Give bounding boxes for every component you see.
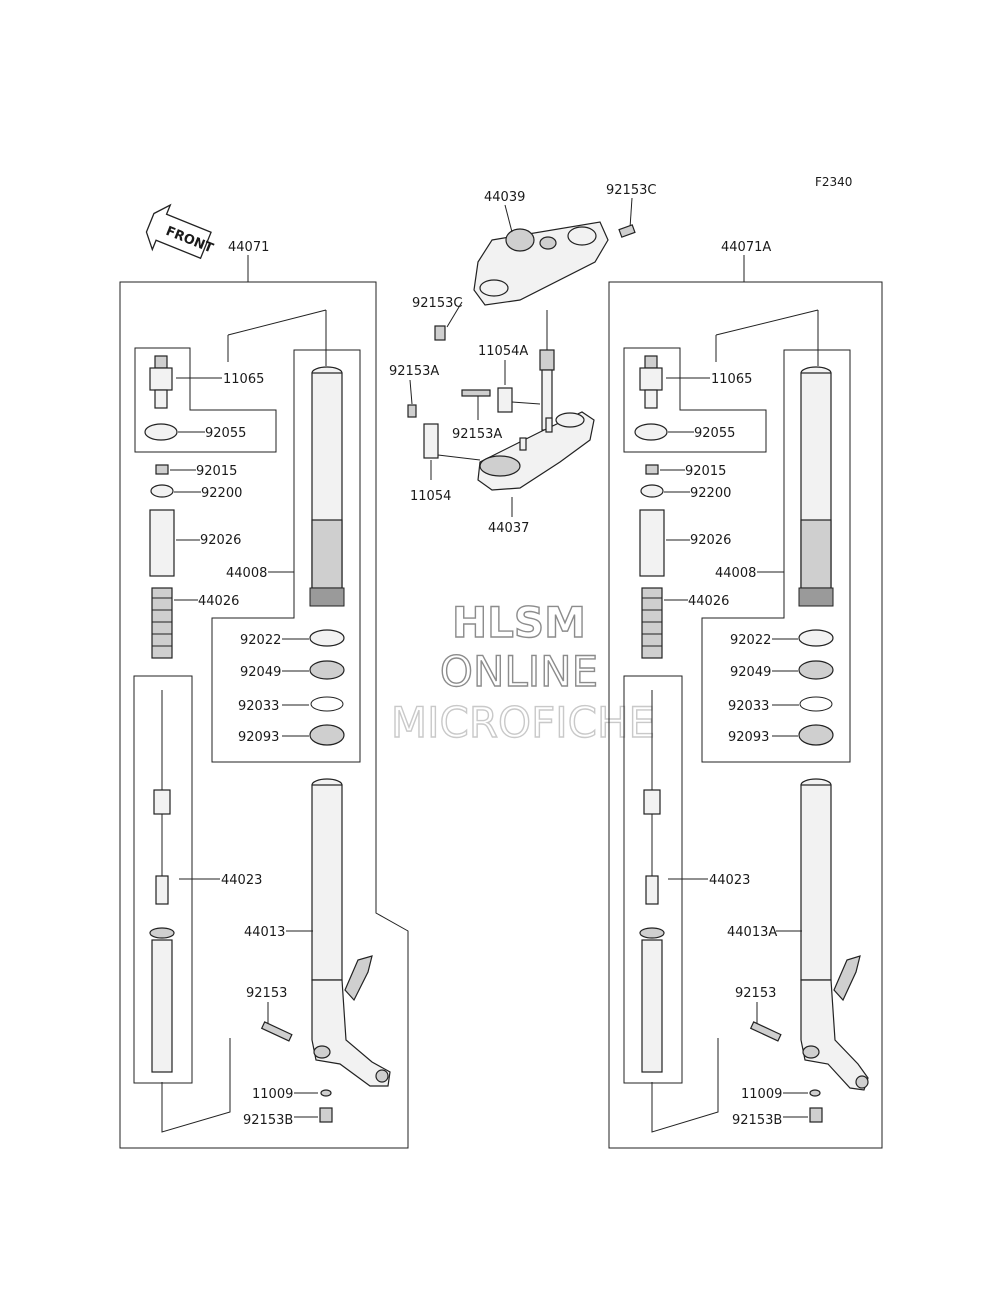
dust-seal-icon <box>309 724 345 746</box>
label-44071A: 44071A <box>721 240 771 255</box>
label-44013-left: 44013 <box>244 925 285 940</box>
label-92015-left: 92015 <box>196 464 237 479</box>
label-92055-right: 92055 <box>694 426 735 441</box>
label-44013A: 44013A <box>727 925 777 940</box>
clamp-plate-icon <box>497 387 513 413</box>
gasket-icon <box>809 1089 821 1097</box>
ring-icon <box>798 629 834 647</box>
gasket-icon <box>320 1089 332 1097</box>
label-92022-left: 92022 <box>240 633 281 648</box>
inner-tube-icon <box>309 366 345 607</box>
label-44039: 44039 <box>484 190 525 205</box>
steering-stem <box>539 310 555 431</box>
label-44071: 44071 <box>228 240 269 255</box>
label-11009-left: 11009 <box>252 1087 293 1102</box>
label-92153B-left: 92153B <box>243 1113 293 1128</box>
label-44008-right: 44008 <box>715 566 756 581</box>
washer-icon <box>640 484 664 498</box>
label-44037: 44037 <box>488 521 529 536</box>
figure-code: F2340 <box>815 175 852 189</box>
label-11065-left: 11065 <box>223 372 264 387</box>
bolt-icon <box>618 224 636 238</box>
cap-bolt-icon <box>639 355 663 409</box>
watermark: HLSM ONLINE MICROFICHE <box>390 597 656 747</box>
label-92153B-right: 92153B <box>732 1113 782 1128</box>
label-92033-left: 92033 <box>238 699 279 714</box>
label-92153A-left: 92153A <box>389 364 439 379</box>
collar-icon <box>639 509 665 577</box>
label-44026-left: 44026 <box>198 594 239 609</box>
nut-icon <box>155 464 169 475</box>
label-92153-left: 92153 <box>246 986 287 1001</box>
label-92026-left: 92026 <box>200 533 241 548</box>
nut-icon <box>645 464 659 475</box>
left-fork-assembly: 44071 11065 92055 92015 92200 92026 <box>119 240 409 1149</box>
snap-ring-icon <box>310 696 344 712</box>
front-arrow-icon: FRONT <box>145 203 215 260</box>
label-11054: 11054 <box>410 489 451 504</box>
spring-icon <box>641 587 663 659</box>
dust-seal-icon <box>798 724 834 746</box>
right-fork-assembly: 44071A 11065 92055 92015 92200 92026 <box>608 240 883 1149</box>
label-44023-left: 44023 <box>221 873 262 888</box>
ring-icon <box>309 629 345 647</box>
label-92200-left: 92200 <box>201 486 242 501</box>
oil-seal-icon <box>798 660 834 680</box>
label-92033-right: 92033 <box>728 699 769 714</box>
pinch-bolt-icon <box>260 1021 293 1042</box>
label-11009-right: 11009 <box>741 1087 782 1102</box>
inner-tube-icon <box>798 366 834 607</box>
label-92093-left: 92093 <box>238 730 279 745</box>
holder-bracket-icon <box>423 423 439 459</box>
label-92022-right: 92022 <box>730 633 771 648</box>
label-92049-right: 92049 <box>730 665 771 680</box>
upper-triple-clamp <box>473 221 609 306</box>
o-ring-icon <box>144 423 178 441</box>
bolt-icon <box>407 404 417 418</box>
washer-icon <box>150 484 174 498</box>
label-92049-left: 92049 <box>240 665 281 680</box>
snap-ring-icon <box>799 696 833 712</box>
label-92015-right: 92015 <box>685 464 726 479</box>
cartridge-cylinder-icon <box>149 690 175 1073</box>
lower-triple-clamp <box>477 411 595 491</box>
label-92200-right: 92200 <box>690 486 731 501</box>
collar-icon <box>149 509 175 577</box>
outer-tube-icon <box>311 778 391 1087</box>
label-44026-right: 44026 <box>688 594 729 609</box>
spring-icon <box>151 587 173 659</box>
oil-seal-icon <box>309 660 345 680</box>
drain-bolt-icon <box>319 1107 333 1123</box>
watermark-line2: ONLINE <box>440 647 598 696</box>
label-92055-left: 92055 <box>205 426 246 441</box>
label-92153C-right: 92153C <box>606 183 656 198</box>
watermark-line3: MICROFICHE <box>391 698 655 747</box>
outer-tube-icon <box>800 778 869 1091</box>
label-92153C-left: 92153C <box>412 296 462 311</box>
label-92153-right: 92153 <box>735 986 776 1001</box>
label-92093-right: 92093 <box>728 730 769 745</box>
watermark-line1: HLSM <box>452 598 586 647</box>
label-11065-right: 11065 <box>711 372 752 387</box>
drain-bolt-icon <box>809 1107 823 1123</box>
cap-bolt-icon <box>149 355 173 409</box>
label-44008-left: 44008 <box>226 566 267 581</box>
bolt-icon <box>461 389 491 397</box>
label-11054A: 11054A <box>478 344 528 359</box>
cartridge-cylinder-icon <box>639 690 665 1073</box>
bolt-icon <box>434 325 446 341</box>
label-92153A-mid: 92153A <box>452 427 502 442</box>
label-44023-right: 44023 <box>709 873 750 888</box>
pinch-bolt-icon <box>749 1021 782 1042</box>
label-92026-right: 92026 <box>690 533 731 548</box>
o-ring-icon <box>634 423 668 441</box>
